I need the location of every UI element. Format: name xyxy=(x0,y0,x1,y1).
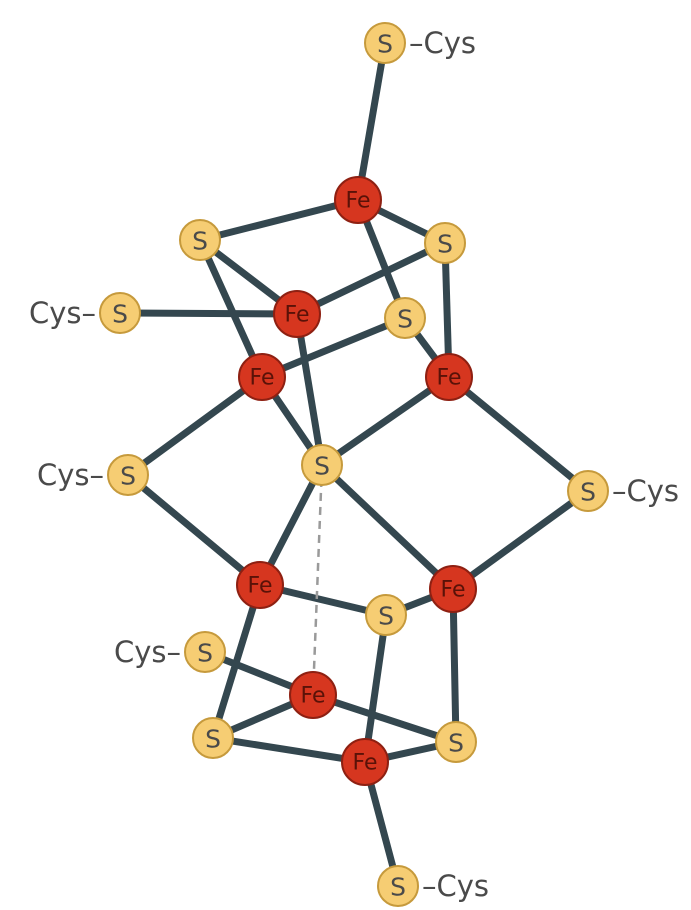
bond-fe_mr-s_cys_r xyxy=(445,373,592,495)
iron-circle xyxy=(236,561,284,609)
iron-circle xyxy=(429,565,477,613)
sulfur-atom-s_cys_l2: S xyxy=(107,454,149,496)
sulfur-atom-s_lm: S xyxy=(365,594,407,636)
iron-atom-fe_bm: Fe xyxy=(289,671,337,719)
iron-circle xyxy=(238,353,286,401)
iron-circle xyxy=(341,738,389,786)
bond-s_lm-fe_bot xyxy=(361,611,390,766)
sulfur-circle xyxy=(184,631,226,673)
bond-s_cys_l1-fe_um xyxy=(116,309,301,318)
sulfur-atom-s_center: S xyxy=(301,444,343,486)
atom-label: Fe xyxy=(285,303,310,328)
atom-label: Fe xyxy=(248,574,273,599)
iron-atom-fe_um: Fe xyxy=(273,290,321,338)
iron-atom-fe_bot: Fe xyxy=(341,738,389,786)
iron-atom-fe_ml: Fe xyxy=(238,353,286,401)
iron-circle xyxy=(289,671,337,719)
iron-atom-fe_lr: Fe xyxy=(429,565,477,613)
sulfur-atom-s_bl: S xyxy=(192,717,234,759)
atom-label: S xyxy=(448,729,464,758)
bond-s_bl-fe_bot xyxy=(209,734,369,766)
atom-label: S xyxy=(580,478,596,507)
bond-s_top-fe_top xyxy=(354,39,389,204)
sulfur-atom-s_um: S xyxy=(384,297,426,339)
atom-label: S xyxy=(197,639,213,668)
sulfur-atom-s_bot: S xyxy=(377,865,419,907)
sulfur-atom-s_br: S xyxy=(435,721,477,763)
atom-label: S xyxy=(437,230,453,259)
atom-label: S xyxy=(205,725,221,754)
sulfur-atom-s_ur: S xyxy=(424,222,466,264)
sulfur-circle xyxy=(424,222,466,264)
cys-label: –Cys xyxy=(612,474,679,508)
atom-label: S xyxy=(314,452,330,481)
sulfur-circle xyxy=(567,470,609,512)
bond-s_ur-fe_um xyxy=(293,239,449,318)
sulfur-circle xyxy=(99,292,141,334)
sulfur-atom-s_ul: S xyxy=(179,219,221,261)
atom-label: S xyxy=(192,227,208,256)
sulfur-circle xyxy=(192,717,234,759)
sulfur-atom-s_cys_r: S xyxy=(567,470,609,512)
atom-label: S xyxy=(120,462,136,491)
bond-fe_ml-s_cys_l2 xyxy=(124,373,266,479)
bond-s_ul-fe_ml xyxy=(196,236,266,381)
sulfur-atom-s_cys_l3: S xyxy=(184,631,226,673)
atom-label: S xyxy=(378,602,394,631)
bond-s_cys_r-fe_lr xyxy=(449,487,592,593)
bond-fe_bm-s_br xyxy=(309,691,460,746)
bond-fe_top-s_ul xyxy=(196,196,362,244)
sulfur-circle xyxy=(301,444,343,486)
dashed-bond-s_center-fe_bm xyxy=(311,464,324,696)
iron-atom-fe_top: Fe xyxy=(334,176,382,224)
iron-atom-fe_ll: Fe xyxy=(236,561,284,609)
sulfur-circle xyxy=(377,865,419,907)
sulfur-circle xyxy=(364,22,406,64)
atom-label: S xyxy=(377,30,393,59)
iron-circle xyxy=(273,290,321,338)
atom-label: Fe xyxy=(441,578,466,603)
cys-label: Cys– xyxy=(114,635,181,669)
atom-label: Fe xyxy=(250,366,275,391)
atom-label: S xyxy=(390,873,406,902)
atom-label: Fe xyxy=(346,189,371,214)
bond-fe_mr-s_center xyxy=(318,373,453,469)
cys-label: Cys– xyxy=(37,458,104,492)
atom-label: S xyxy=(397,305,413,334)
sulfur-circle xyxy=(107,454,149,496)
dashed-bonds-layer xyxy=(311,464,324,696)
sulfur-atom-s_cys_l1: S xyxy=(99,292,141,334)
iron-circle xyxy=(425,353,473,401)
sulfur-circle xyxy=(179,219,221,261)
atom-label: Fe xyxy=(353,751,378,776)
bond-s_cys_l2-fe_ll xyxy=(124,471,264,589)
sulfur-atom-s_top: S xyxy=(364,22,406,64)
iron-atom-fe_mr: Fe xyxy=(425,353,473,401)
bond-s_center-fe_lr xyxy=(318,461,457,593)
atom-label: Fe xyxy=(301,684,326,709)
iron-circle xyxy=(334,176,382,224)
bond-fe_um-s_center xyxy=(293,310,326,469)
cys-label: –Cys xyxy=(409,26,476,60)
bond-fe_lr-s_br xyxy=(449,585,460,746)
sulfur-circle xyxy=(435,721,477,763)
sulfur-circle xyxy=(365,594,407,636)
bond-s_um-fe_ml xyxy=(258,314,409,381)
atom-label: S xyxy=(112,300,128,329)
atom-label: Fe xyxy=(437,366,462,391)
cys-label: Cys– xyxy=(29,296,96,330)
sulfur-circle xyxy=(384,297,426,339)
cys-label: –Cys xyxy=(422,869,489,903)
